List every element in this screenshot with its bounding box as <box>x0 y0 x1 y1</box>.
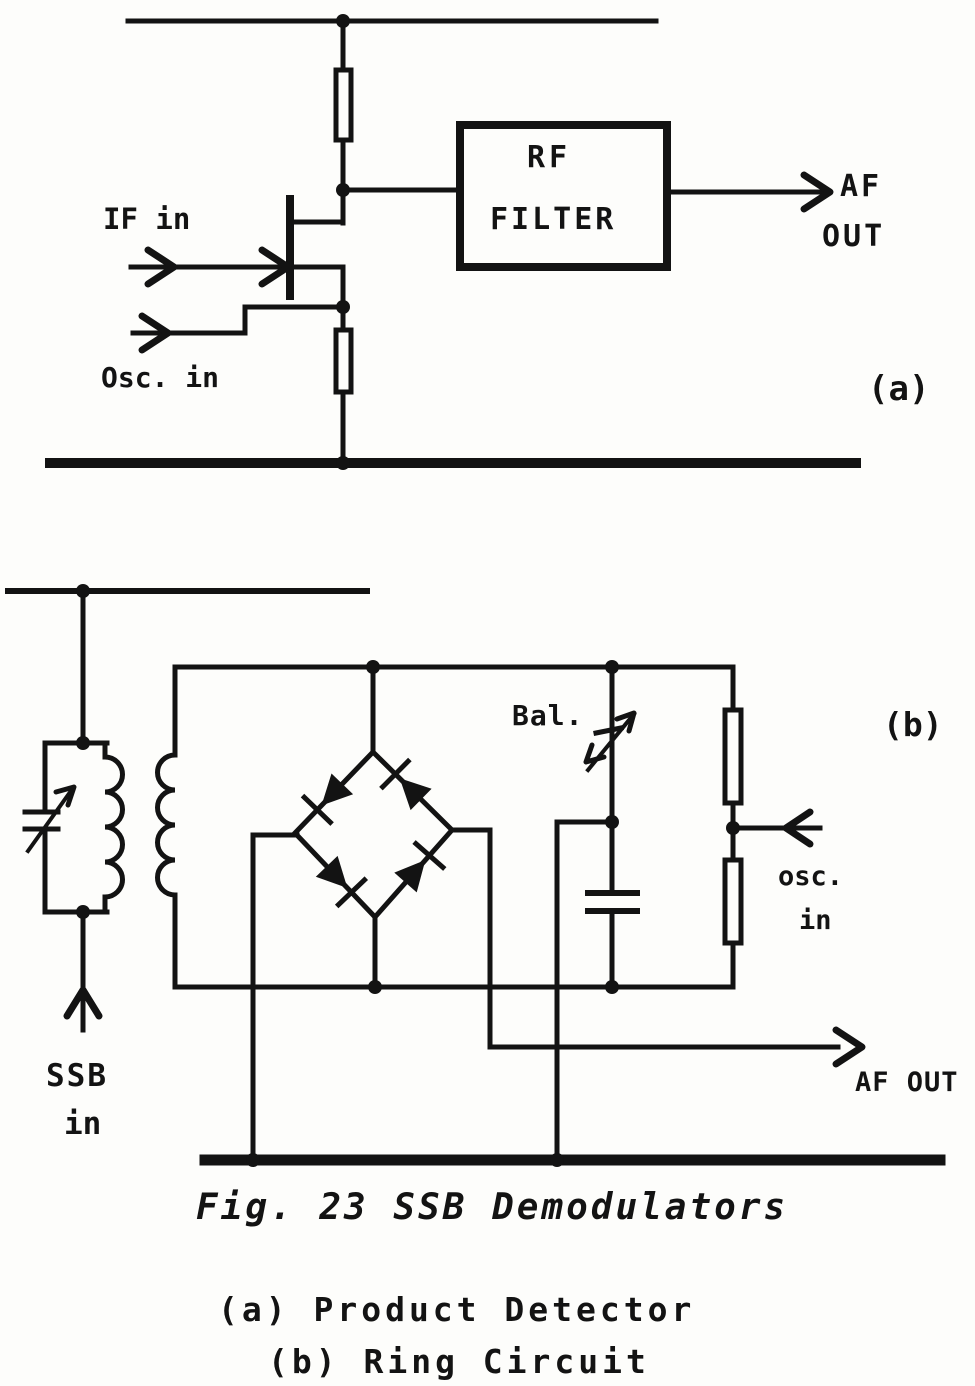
af-out-b-label: AF OUT <box>855 1067 959 1098</box>
out-label: OUT <box>822 219 885 254</box>
rf-filter-label-line2: FILTER <box>490 202 616 237</box>
source-resistor <box>333 327 354 395</box>
junction-dot <box>550 1153 564 1167</box>
junction-dot <box>336 300 350 314</box>
balance-potentiometer <box>583 664 637 825</box>
diode-top-right-bar <box>379 757 412 791</box>
bypass-capacitor <box>585 819 640 990</box>
balance-pot-tail-icon <box>583 742 607 765</box>
ssb-in-label: in <box>64 1106 101 1142</box>
figure-caption: Fig. 23 SSB Demodulators <box>196 1187 788 1228</box>
upper-load-resistor <box>722 707 744 806</box>
gate-arrow-icon <box>258 246 292 288</box>
junction-dot <box>246 1153 260 1167</box>
diode-bottom-left-bar <box>334 876 369 909</box>
diode-bottom-right-bar <box>412 840 447 871</box>
rf-filter-label-line1: RF <box>527 140 571 175</box>
junction-dot <box>76 905 90 919</box>
osc-in-b-arrow-icon <box>782 808 814 848</box>
drain-resistor <box>333 67 354 143</box>
variable-capacitor-arrow <box>25 785 76 854</box>
transformer-secondary-coil <box>155 664 178 990</box>
diode-top-left-bar <box>300 793 334 826</box>
circuit-b-ring-circuit: Bal. (b) osc. in SSB in AF OUT <box>5 584 959 1167</box>
junction-dot <box>76 736 90 750</box>
diode-top-left <box>321 773 354 806</box>
subcaption-a: (a) Product Detector <box>218 1290 695 1329</box>
figure-captions: Fig. 23 SSB Demodulators (a) Product Det… <box>196 1187 788 1381</box>
junction-dot <box>336 456 350 470</box>
tank-coil <box>102 740 125 915</box>
input-tank-circuit <box>22 740 125 915</box>
subcaption-b: (b) Ring Circuit <box>268 1342 650 1381</box>
diode-bottom-left <box>315 855 348 888</box>
osc-in-label: Osc. in <box>101 361 219 394</box>
diode-bottom-right <box>394 860 426 893</box>
circuit-b-tag: (b) <box>883 705 943 744</box>
balance-pot-wiper-tick <box>593 725 624 736</box>
osc-b-in-label: in <box>799 905 832 936</box>
junction-dot <box>336 183 350 197</box>
af-out-b-arrow-icon <box>832 1026 866 1068</box>
variable-capacitor-arrowhead-icon <box>53 784 77 808</box>
rf-filter-box <box>456 121 671 271</box>
junction-dot <box>336 14 350 28</box>
junction-dot <box>76 584 90 598</box>
circuit-a-product-detector: IF in Osc. in RF FILTER AF OUT (a) <box>45 14 929 470</box>
osc-in-arrow-icon <box>138 312 172 354</box>
junction-dot <box>726 821 740 835</box>
if-in-arrow-icon <box>144 246 178 288</box>
osc-b-label: osc. <box>778 861 843 892</box>
jfet-transistor <box>128 195 346 300</box>
af-label: AF <box>840 169 882 204</box>
junction-dot <box>605 815 619 829</box>
circuit-a-tag: (a) <box>868 369 929 409</box>
af-out-arrow-icon <box>800 171 834 213</box>
if-in-label: IF in <box>103 202 190 236</box>
ssb-label: SSB <box>46 1058 108 1094</box>
bal-label: Bal. <box>512 699 583 732</box>
junction-dot <box>368 980 382 994</box>
diode-ring <box>250 664 493 1163</box>
junction-dot <box>366 660 380 674</box>
balance-pot-arrowhead-icon <box>614 710 637 734</box>
junction-dot <box>605 980 619 994</box>
lower-load-resistor <box>722 857 744 946</box>
diode-top-right <box>399 778 432 811</box>
ring-outline <box>291 748 456 921</box>
ssb-in-arrow-icon <box>63 986 103 1020</box>
junction-dot <box>605 660 619 674</box>
